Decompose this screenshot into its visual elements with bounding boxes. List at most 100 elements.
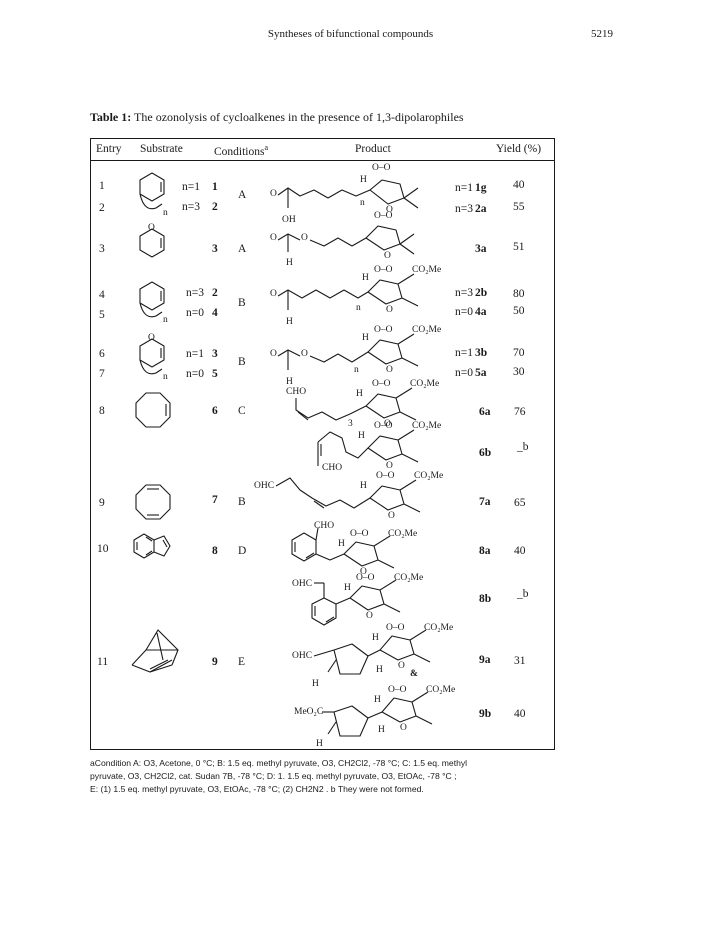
substrate-dihydropyran-3: O [139,223,165,258]
table-caption: Table 1: The ozonolysis of cycloalkenes … [90,110,464,125]
product-8a: CHO H O–O CO₂Me O [291,521,417,577]
entry-7: 7 [99,368,105,380]
yield-11: 31 [514,655,526,667]
svg-text:O: O [270,289,277,299]
svg-text:O–O: O–O [356,573,375,583]
col-header-substrate: Substrate [140,143,183,155]
entry-6: 6 [99,348,105,360]
conditions-text: Conditions [214,145,265,158]
svg-text:H: H [286,317,293,327]
entry-11: 11 [97,656,109,668]
yield-6: 70 [513,347,525,359]
entry-2: 2 [99,202,105,214]
substrate-cycloalkene-2-4: n [139,281,168,325]
sub-id-5: 4 [212,307,218,319]
cond-8: C [238,405,246,417]
sub-n-7: n=0 [186,368,204,380]
svg-text:O–O: O–O [386,623,405,633]
svg-text:H: H [378,725,385,735]
table-frame [90,138,555,750]
entry-4: 4 [99,289,105,301]
svg-text:OH: OH [282,215,296,225]
prod-id-9: 7a [479,496,491,508]
svg-text:O–O: O–O [374,421,393,431]
sub-id-8: 6 [212,405,218,417]
svg-text:O: O [384,251,391,261]
svg-text:O–O: O–O [350,529,369,539]
svg-text:O–O: O–O [374,265,393,275]
svg-text:H: H [374,695,381,705]
prod-id-8: 6a [479,406,491,418]
svg-text:CO₂Me: CO₂Me [394,573,423,583]
svg-text:O: O [301,233,308,243]
svg-text:H: H [360,175,367,185]
svg-text:CO₂Me: CO₂Me [412,421,441,431]
product-3a: O H O O–O O [270,211,415,268]
svg-text:O: O [270,233,277,243]
entry-9: 9 [99,497,105,509]
sub-id-4: 2 [212,287,218,299]
entry-10: 10 [97,543,109,555]
page-number: 5219 [591,28,613,40]
svg-text:n: n [360,198,365,208]
svg-text:O–O: O–O [388,685,407,695]
product-6a: CHO H O–O CO₂Me O 3 [286,379,439,429]
sub-n-5: n=0 [186,307,204,319]
sub-id-7: 5 [212,368,218,380]
entry-3: 3 [99,243,105,255]
svg-text:H: H [360,481,367,491]
footnote-line-3: E: (1) 1.5 eq. methyl pyruvate, O3, EtOA… [90,784,424,794]
prod-id-5: 4a [475,306,487,318]
prod-id-3: 3a [475,243,487,255]
svg-text:H: H [312,679,319,689]
product-3b-5a: O H O H O–O CO₂Me O n [270,325,441,387]
svg-text:&: & [410,669,418,679]
svg-text:O–O: O–O [372,379,391,389]
yield-11b: 40 [514,708,526,720]
substrate-dihydropyran-3-5: O n [139,333,168,382]
yield-8b: _b [517,441,529,453]
running-title: Syntheses of bifunctional compounds [267,28,434,40]
svg-text:n: n [354,365,359,375]
ring-o-label: O [148,223,155,233]
svg-text:O: O [400,723,407,733]
product-7a: OHC H O–O CO₂Me O [254,471,443,521]
substrate-indene-8 [133,533,171,559]
sub-id-10: 8 [212,545,218,557]
prod-n-1: n=1 [455,182,473,194]
prod-id-4: 2b [475,287,488,299]
yield-2: 55 [513,201,525,213]
svg-text:CO₂Me: CO₂Me [414,471,443,481]
sub-n-2: n=3 [182,201,200,213]
svg-text:O: O [366,611,373,621]
prod-id-10: 8a [479,545,491,557]
svg-text:O–O: O–O [372,163,391,173]
caption-label: Table 1: [90,110,132,124]
running-header: Syntheses of bifunctional compounds 5219 [0,28,701,44]
sub-id-1: 1 [212,181,218,193]
svg-text:H: H [338,539,345,549]
cond-3: A [238,243,247,255]
substrate-cyclooctene-6 [135,392,171,428]
footnote-line-1: aCondition A: O3, Acetone, 0 °C; B: 1.5 … [90,758,468,768]
prod-id-2: 2a [475,203,487,215]
svg-text:CO₂Me: CO₂Me [410,379,439,389]
svg-text:O–O: O–O [376,471,395,481]
yield-8: 76 [514,406,526,418]
prod-n-7: n=0 [455,367,473,379]
yield-10: 40 [514,545,526,557]
product-9a: OHC H H H O–O CO₂Me O & [292,623,453,689]
cond-11: E [238,656,246,668]
ring-n-label: n [163,208,168,218]
svg-text:O–O: O–O [374,211,393,221]
product-9b: MeO₂C H H H O–O CO₂Me O [294,685,455,749]
sub-id-2: 2 [212,201,218,213]
svg-text:O: O [384,419,391,429]
yield-4: 80 [513,288,525,300]
col-header-yield: Yield (%) [496,143,542,155]
prod-id-11: 9a [479,654,491,666]
svg-text:H: H [358,431,365,441]
prod-id-6: 3b [475,347,488,359]
svg-text:O: O [386,305,393,315]
